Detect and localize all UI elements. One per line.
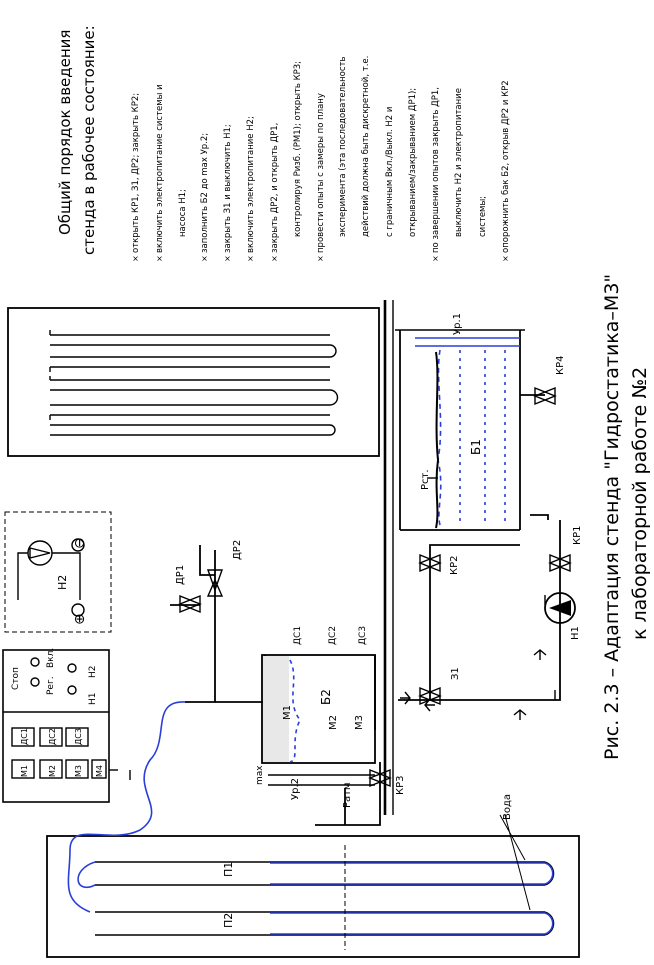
cell-dc1: ДС1 xyxy=(20,728,29,745)
panel-h2: Н2 xyxy=(88,666,98,679)
procedure-step: опорожнить бак Б2, открыв ДР2 и КР2 xyxy=(501,80,511,253)
panel-cells xyxy=(11,727,107,779)
cell-dc2: ДС2 xyxy=(48,728,57,745)
procedure-step: насоса Н1; xyxy=(178,189,188,237)
label-kr4: КР4 xyxy=(555,356,566,376)
label-b2: Б2 xyxy=(319,689,333,705)
procedure-block: Общий порядок введения стенда в рабочее … xyxy=(56,25,511,262)
control-panel: Стоп Рег. Н1 Н2 Вкл. ДС1 ДС2 ДС3 М1 М2 М… xyxy=(2,648,118,803)
rotated-diagram: П1 П2 Вода Стоп Рег. Н1 Н2 Вкл. xyxy=(2,300,583,958)
svg-text:×: × xyxy=(200,255,209,262)
label-ur2: Ур.2 xyxy=(290,778,301,800)
label-p2: П2 xyxy=(222,913,235,928)
label-z1: З1 xyxy=(450,667,461,680)
piping xyxy=(170,394,561,826)
manometer-board-bottom: П1 П2 Вода xyxy=(46,794,580,958)
cell-m3: М3 xyxy=(74,765,83,777)
panel-power: Вкл. xyxy=(46,648,56,668)
procedure-step: системы; xyxy=(478,196,488,237)
cell-m4: М4 xyxy=(95,765,104,777)
tank-b1: Б1 Pст. Ур.1 xyxy=(395,313,525,531)
label-m1: М1 xyxy=(282,705,293,720)
label-ur1: Ур.1 xyxy=(452,313,463,335)
svg-text:×: × xyxy=(270,255,279,262)
panel-h1: Н1 xyxy=(88,693,98,706)
cell-dc3: ДС3 xyxy=(74,728,83,745)
procedure-step: провести опыты с замеры по плану xyxy=(316,93,326,253)
svg-text:×: × xyxy=(316,255,325,262)
label-dc1: ДС1 xyxy=(293,626,303,645)
label-voda: Вода xyxy=(502,794,513,820)
label-kr3: КР3 xyxy=(395,776,406,796)
procedure-step: эксперимента (эта последовательность xyxy=(338,57,348,238)
label-p-st: Pст. xyxy=(420,469,431,490)
label-p-atm: Pатм xyxy=(342,782,353,808)
plus-terminal: ⊕ xyxy=(72,613,88,625)
label-dc3: ДС3 xyxy=(358,626,368,645)
label-dr2: ДР2 xyxy=(232,540,243,560)
procedure-step: действий должна быть дискретной, т.е. xyxy=(361,56,371,237)
pump-h2-box: ⊕ ⊖ Н2 xyxy=(4,511,112,633)
procedure-steps: открыть КР1, З1, ДР2; закрыть КР2; включ… xyxy=(131,56,511,253)
label-kr2: КР2 xyxy=(449,556,460,576)
panel-reg: Рег. xyxy=(46,676,56,695)
svg-text:×: × xyxy=(131,255,140,262)
flexible-hose xyxy=(67,701,186,913)
valves xyxy=(178,386,572,788)
manometer-board-top xyxy=(7,307,380,457)
svg-text:×: × xyxy=(501,255,510,262)
caption-line-1: Рис. 2.3 – Адаптация стенда "Гидростатик… xyxy=(601,274,623,760)
procedure-step: открыванием/закрыванием ДР1); xyxy=(408,88,418,237)
panel-stop: Стоп xyxy=(11,667,21,690)
procedure-step: закрыть ДР2, и открыть ДР1, xyxy=(270,123,280,253)
svg-text:×: × xyxy=(431,255,440,262)
label-max: max xyxy=(255,765,265,785)
procedure-step: выключить Н2 и электропитание xyxy=(454,88,464,237)
label-h2: Н2 xyxy=(56,575,69,590)
procedure-title-2: стенда в рабочее состояние: xyxy=(80,25,98,255)
label-p1: П1 xyxy=(222,862,235,877)
procedure-step: контролируя Ризб. (РМ1); открыть КР3; xyxy=(293,61,303,237)
procedure-step: по завершении опытов закрыть ДР1, xyxy=(431,87,441,253)
svg-text:×: × xyxy=(223,255,232,262)
label-kr1: КР1 xyxy=(572,526,583,546)
procedure-step: закрыть З1 и выключить Н1; xyxy=(223,124,233,253)
label-m3: М3 xyxy=(354,715,365,730)
svg-text:×: × xyxy=(155,255,164,262)
procedure-step: с граничным Вкл./Выкл. Н2 и xyxy=(385,107,395,237)
minus-terminal: ⊖ xyxy=(72,537,88,549)
cell-m1: М1 xyxy=(20,765,29,777)
bullet-markers: × × × × × × × × × xyxy=(131,255,510,262)
procedure-title-1: Общий порядок введения xyxy=(56,30,74,235)
procedure-step: включить электропитание системы и xyxy=(155,84,165,253)
svg-text:×: × xyxy=(246,255,255,262)
tank-b2: Б2 М1 М2 М3 ДС1 ДС2 ДС3 max Ур.2 xyxy=(255,626,376,800)
label-m2: М2 xyxy=(328,715,339,730)
flow-arrows xyxy=(129,595,556,780)
pump-h1: Н1 xyxy=(544,592,581,640)
cell-m2: М2 xyxy=(48,765,57,777)
label-h1: Н1 xyxy=(570,626,581,640)
label-dc2: ДС2 xyxy=(328,626,338,645)
label-b1: Б1 xyxy=(469,439,483,455)
caption-line-2: к лабораторной работе №2 xyxy=(629,367,651,640)
label-dr1: ДР1 xyxy=(175,565,186,585)
procedure-step: заполнить Б2 до max Ур.2; xyxy=(200,133,210,253)
procedure-step: открыть КР1, З1, ДР2; закрыть КР2; xyxy=(131,93,141,253)
procedure-step: включить электропитание Н2; xyxy=(246,116,256,253)
